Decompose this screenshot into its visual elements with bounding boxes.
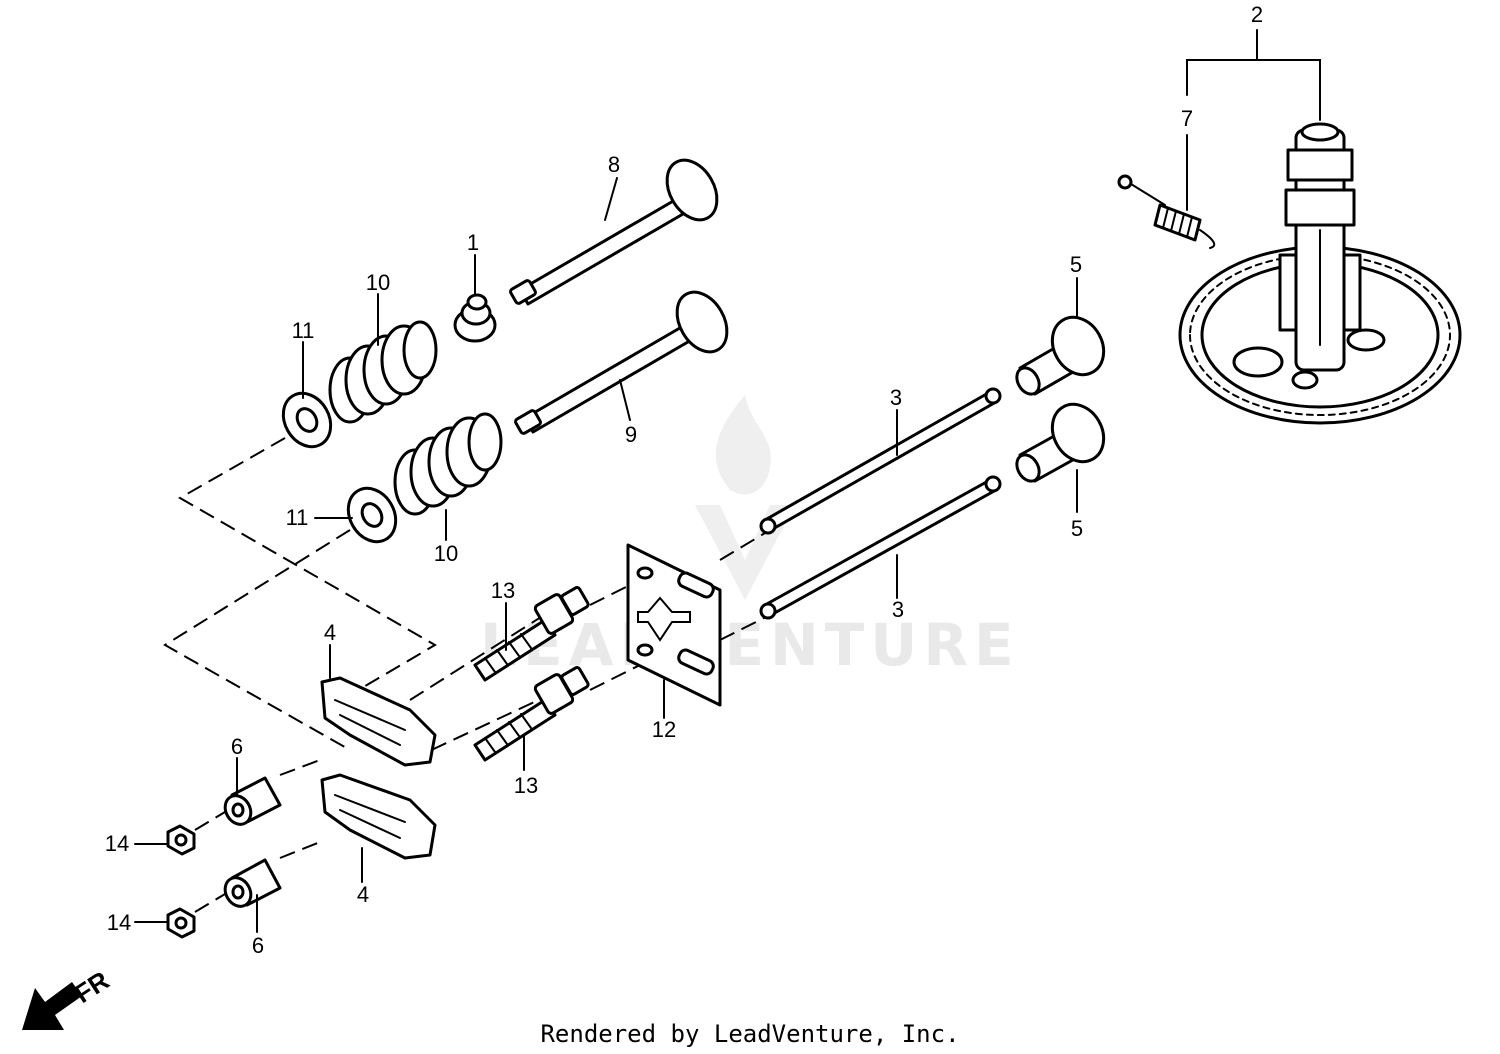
push-rod-part-3-top[interactable] xyxy=(759,387,1002,535)
plate-part-12[interactable] xyxy=(626,543,722,707)
camshaft-part-2[interactable] xyxy=(1178,122,1462,425)
valve-part-9[interactable] xyxy=(514,283,737,435)
callout-11-top: 11 xyxy=(292,318,315,343)
callout-4-bottom: 4 xyxy=(357,882,369,907)
callout-6-bottom: 6 xyxy=(252,933,264,958)
callout-6-top: 6 xyxy=(231,734,243,759)
callout-13-bottom: 13 xyxy=(514,773,538,798)
callout-12: 12 xyxy=(652,717,676,742)
tappet-part-5-top[interactable] xyxy=(1012,308,1113,398)
rocker-arm-part-4-bottom[interactable] xyxy=(320,773,437,860)
callout-8: 8 xyxy=(608,152,620,177)
front-arrow-icon xyxy=(22,982,82,1030)
pivot-bolt-part-13-top[interactable] xyxy=(473,586,590,682)
callout-14-bottom: 14 xyxy=(107,910,131,935)
callout-13-top: 13 xyxy=(491,578,515,603)
push-rod-part-3-bottom[interactable] xyxy=(759,475,1002,620)
callout-5-top: 5 xyxy=(1070,252,1082,277)
front-direction-indicator: FR xyxy=(22,965,115,1030)
watermark: LEADVENTURE xyxy=(480,395,1014,679)
callout-4-top: 4 xyxy=(324,620,336,645)
assembly-lines xyxy=(163,437,771,913)
callout-5-bottom: 5 xyxy=(1071,516,1083,541)
valve-spring-part-10-top[interactable] xyxy=(328,320,438,424)
callout-10-top: 10 xyxy=(366,270,390,295)
callout-3-top: 3 xyxy=(890,385,902,410)
footer-credit: Rendered by LeadVenture, Inc. xyxy=(540,1020,959,1048)
spring-part-7[interactable] xyxy=(1117,174,1216,249)
retainer-part-11-bottom[interactable] xyxy=(339,480,405,550)
callout-7: 7 xyxy=(1181,106,1193,131)
tappet-part-5-bottom[interactable] xyxy=(1012,395,1113,485)
leader-lines xyxy=(134,29,1321,933)
callout-1: 1 xyxy=(467,230,479,255)
pivot-part-6-bottom[interactable] xyxy=(220,858,282,911)
callout-2: 2 xyxy=(1251,2,1263,27)
pivot-bolt-part-13-bottom[interactable] xyxy=(473,666,590,762)
nut-part-14-bottom[interactable] xyxy=(166,907,196,939)
front-label: FR xyxy=(69,965,115,1009)
valve-seal-part-1[interactable] xyxy=(453,293,497,343)
callout-11-bottom: 11 xyxy=(286,505,309,530)
valve-spring-part-10-bottom[interactable] xyxy=(393,412,503,516)
callout-9: 9 xyxy=(625,422,637,447)
callout-14-top: 14 xyxy=(105,831,129,856)
pivot-part-6-top[interactable] xyxy=(220,776,282,829)
rocker-arm-part-4-top[interactable] xyxy=(320,676,437,767)
callouts: 2 7 8 1 10 11 9 5 5 3 3 11 10 13 4 12 6 … xyxy=(105,2,1263,958)
retainer-part-11-top[interactable] xyxy=(274,385,340,455)
callout-10-bottom: 10 xyxy=(434,541,458,566)
nut-part-14-top[interactable] xyxy=(166,824,196,856)
valve-part-8[interactable] xyxy=(509,151,727,306)
callout-3-bottom: 3 xyxy=(892,597,904,622)
